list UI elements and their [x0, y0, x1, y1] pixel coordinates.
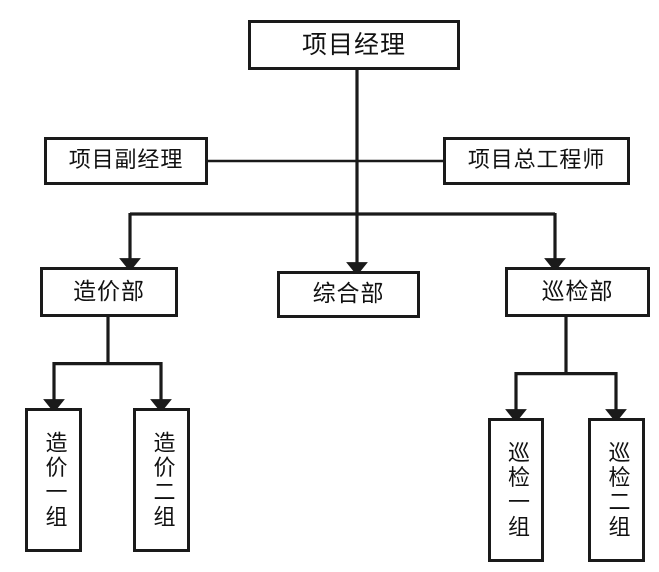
node-label: 巡检部 [541, 278, 614, 305]
node-inspection-group-1[interactable]: 巡检一组 [488, 418, 544, 562]
node-label: 项目经理 [301, 29, 406, 59]
node-deputy-project-manager[interactable]: 项目副经理 [44, 137, 208, 185]
node-cost-group-1[interactable]: 造价一组 [25, 408, 82, 552]
node-label: 项目副经理 [68, 148, 184, 174]
node-cost-group-2[interactable]: 造价二组 [133, 408, 190, 552]
node-label: 造价部 [73, 278, 145, 305]
node-label: 综合部 [312, 281, 385, 308]
node-label: 造价一组 [41, 430, 67, 530]
node-label: 巡检二组 [604, 440, 630, 540]
node-general-affairs-department[interactable]: 综合部 [277, 271, 420, 318]
node-project-manager[interactable]: 项目经理 [248, 20, 460, 70]
node-label: 造价二组 [149, 430, 175, 530]
node-label: 项目总工程师 [467, 148, 606, 174]
node-cost-department[interactable]: 造价部 [40, 267, 178, 317]
node-inspection-group-2[interactable]: 巡检二组 [588, 418, 645, 562]
node-label: 巡检一组 [504, 440, 529, 540]
node-inspection-department[interactable]: 巡检部 [505, 267, 650, 317]
node-chief-engineer[interactable]: 项目总工程师 [443, 137, 630, 185]
